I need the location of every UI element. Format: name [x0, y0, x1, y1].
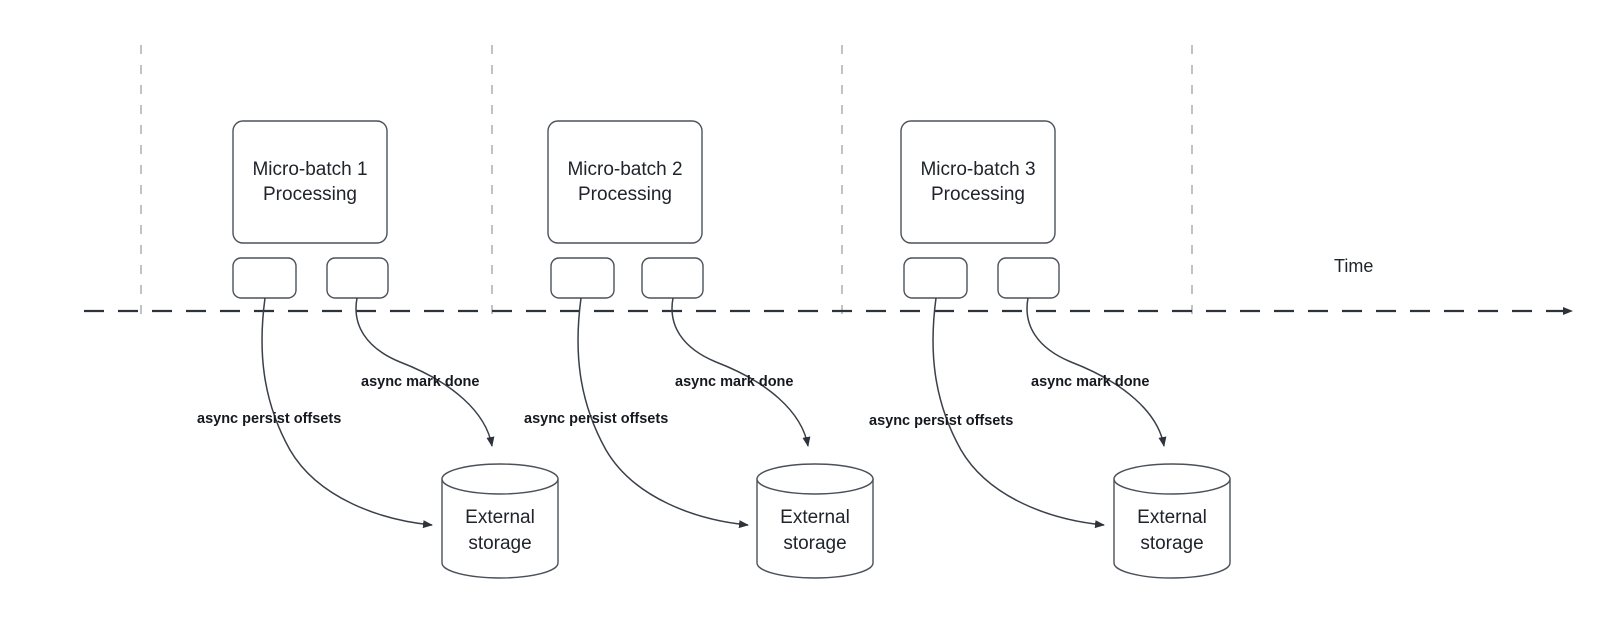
batch-2-async-mark-done-edge [671, 297, 811, 447]
batch-3-task-box-left[interactable] [903, 257, 968, 299]
batch-3-processing-box[interactable] [900, 120, 1056, 244]
batch-1-async-mark-done-edge-label: async mark done [361, 374, 479, 390]
batch-2-processing-box[interactable] [547, 120, 703, 244]
batch-1-task-box-left[interactable] [232, 257, 297, 299]
batch-3-async-persist-offsets-edge-label: async persist offsets [869, 413, 1013, 429]
batch-2-async-mark-done-edge-label-text: async mark done [675, 374, 794, 390]
batch-3-async-persist-offsets-edge-label-text: async persist offsets [869, 413, 1014, 429]
batch-2-async-persist-offsets-edge-label: async persist offsets [524, 411, 668, 427]
batch-1-async-mark-done-edge-label-text: async mark done [361, 374, 480, 390]
batch-1-async-persist-offsets-edge-label: async persist offsets [197, 411, 341, 427]
time-axis-label: Time [1334, 256, 1373, 277]
batch-2-async-persist-offsets-edge [577, 297, 749, 529]
time-axis-label-text: Time [1334, 256, 1374, 276]
batch-1-async-persist-offsets-edge-label-text: async persist offsets [197, 411, 342, 427]
batch-2-external-storage[interactable] [756, 463, 874, 579]
batch-3-async-mark-done-edge [1026, 297, 1167, 447]
batch-2-task-box-right[interactable] [641, 257, 704, 299]
batch-3-task-box-right[interactable] [997, 257, 1060, 299]
batch-1-task-box-right[interactable] [326, 257, 389, 299]
batch-1-async-persist-offsets-edge [261, 297, 433, 529]
batch-2-async-mark-done-edge-label: async mark done [675, 374, 793, 390]
batch-1-processing-box[interactable] [232, 120, 388, 244]
batch-2-task-box-left[interactable] [550, 257, 615, 299]
batch-3-async-mark-done-edge-label-text: async mark done [1031, 374, 1150, 390]
batch-3-external-storage[interactable] [1113, 463, 1231, 579]
batch-3-async-mark-done-edge-label: async mark done [1031, 374, 1149, 390]
batch-2-async-persist-offsets-edge-label-text: async persist offsets [524, 411, 669, 427]
batch-1-async-mark-done-edge [355, 297, 495, 447]
batch-1-external-storage[interactable] [441, 463, 559, 579]
batch-3-async-persist-offsets-edge [932, 297, 1105, 529]
